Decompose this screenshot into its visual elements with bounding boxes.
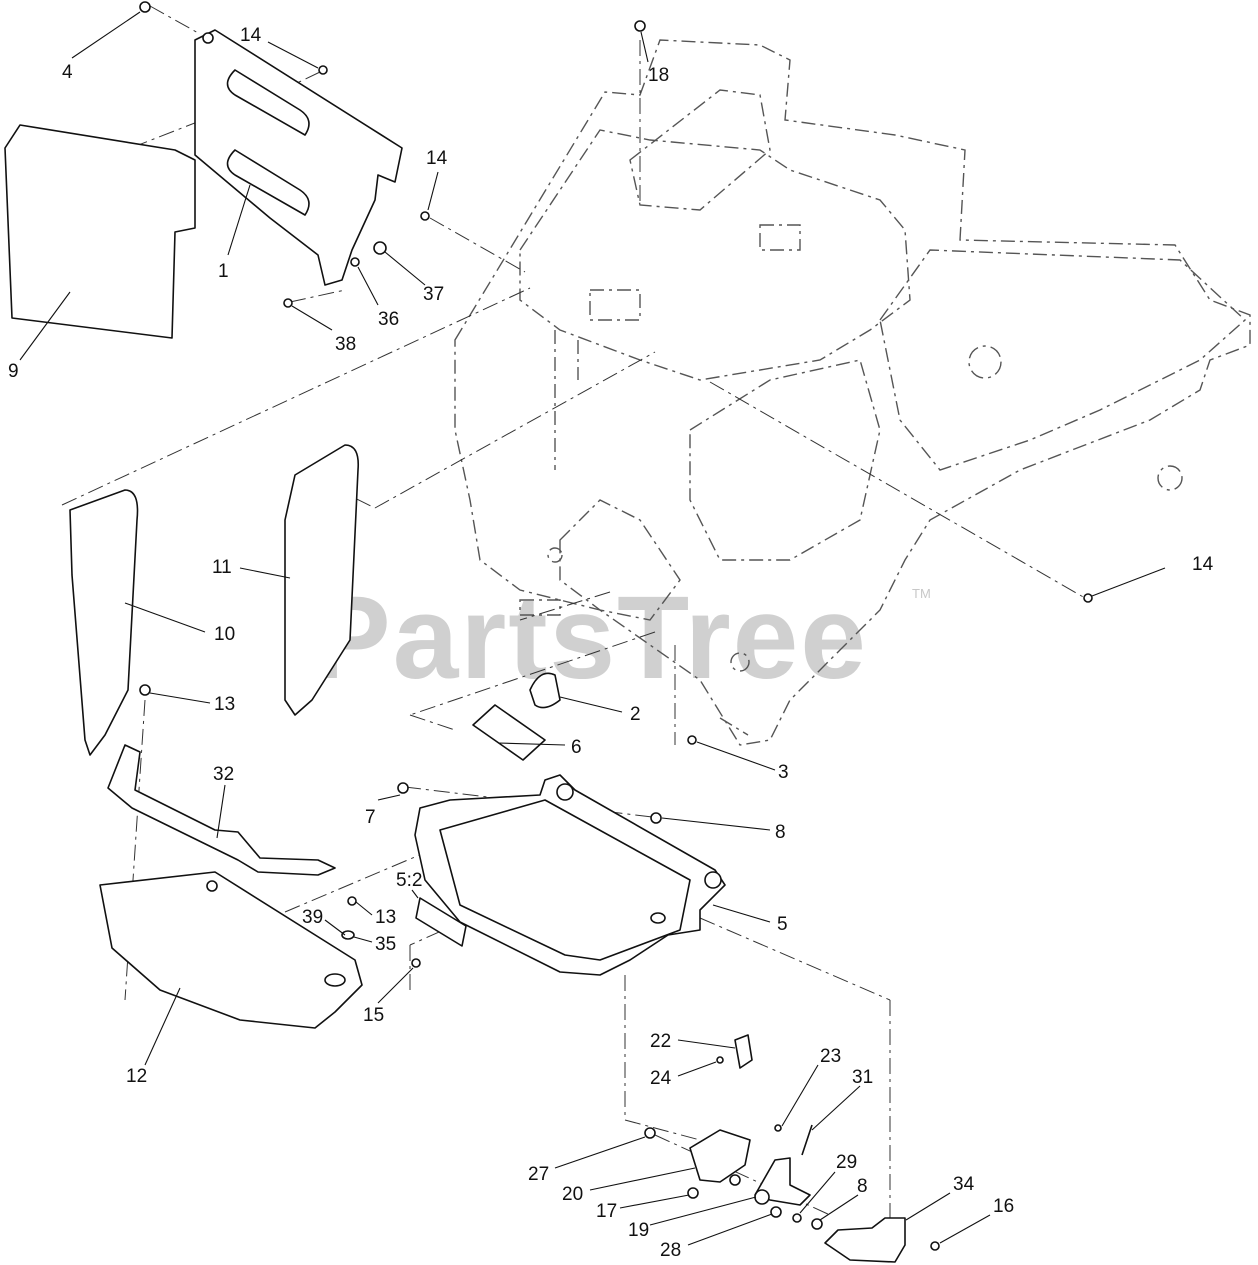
callout-24: 24 [650,1068,672,1089]
callout-29: 29 [836,1152,857,1173]
callout-27: 27 [528,1164,549,1185]
part-5-frame [414,774,726,976]
watermark-tm: TM [912,586,931,601]
part-32-bracket [107,744,336,876]
callout-39: 39 [302,907,323,928]
callout-1: 1 [218,261,229,282]
callout-14: 14 [1192,554,1214,575]
callout-2: 2 [630,704,641,725]
hardware [139,1,1093,1251]
callout-13: 13 [214,694,235,715]
part-31-spring [801,1124,813,1156]
callout-7: 7 [365,807,376,828]
callout-13: 13 [375,907,396,928]
callout-10: 10 [214,624,235,645]
part-34-bracket [824,1217,906,1263]
callout-22: 22 [650,1031,671,1052]
part-10-seal [69,489,139,756]
part-5-2-decal [415,897,467,947]
callout-36: 36 [378,309,399,330]
callout-19: 19 [628,1220,649,1241]
callout-12: 12 [126,1066,147,1087]
callout-6: 6 [571,737,582,758]
callout-17: 17 [596,1201,617,1222]
callout-14: 14 [426,148,448,169]
part-19-pivot [754,1157,811,1206]
callout-4: 4 [62,62,73,83]
callout-8: 8 [775,822,786,843]
part-9-cover [4,124,196,339]
watermark-text: PartsTree [312,572,868,704]
callout-3: 3 [778,762,789,783]
part-6-tube [472,704,546,761]
part-22-switch [734,1034,753,1069]
callout-15: 15 [363,1005,384,1026]
callout-14: 14 [240,25,262,46]
callout-38: 38 [335,334,356,355]
callout-16: 16 [993,1196,1014,1217]
callout-9: 9 [8,361,19,382]
callout-20: 20 [562,1184,583,1205]
callout-labels: 4 14 18 14 1 37 36 38 9 14 11 10 13 2 6 … [8,25,1214,1261]
callout-23: 23 [820,1046,841,1067]
callout-34: 34 [953,1174,975,1195]
leader-lines [19,11,1166,1246]
part-1-panel [194,29,403,286]
callout-5: 5 [777,914,788,935]
callout-28: 28 [660,1240,681,1261]
callout-32: 32 [213,764,234,785]
callout-8: 8 [857,1176,868,1197]
callout-37: 37 [423,284,444,305]
callout-18: 18 [648,65,669,86]
callout-5-2: 5:2 [396,870,422,891]
part-12-plate [99,871,363,1029]
part-2-bumper [529,672,561,709]
callout-11: 11 [212,557,232,578]
part-20-bracket [689,1129,751,1183]
part-11-seal [284,444,360,716]
machine-frame [454,39,1251,746]
callout-31: 31 [852,1067,873,1088]
callout-35: 35 [375,934,396,955]
